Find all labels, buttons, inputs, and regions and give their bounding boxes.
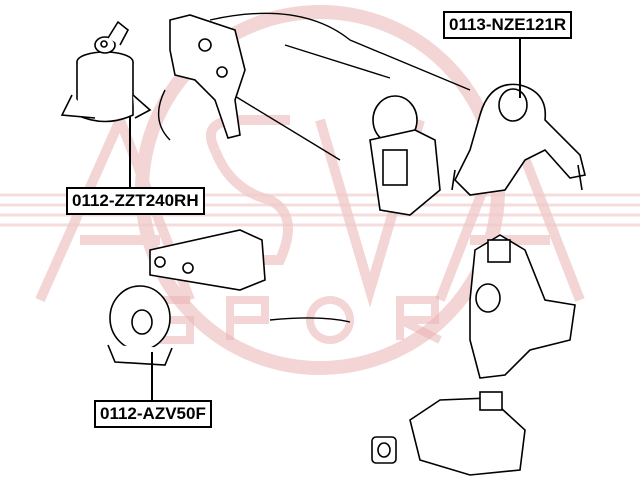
- part-label-zzt240rh: 0112-ZZT240RH: [66, 187, 205, 215]
- bracket-right-lower: [469, 234, 576, 379]
- mount-center: [369, 95, 441, 216]
- mount-azv50f: [107, 285, 173, 366]
- leader-lines: [129, 37, 521, 400]
- part-label-azv50f: 0112-AZV50F: [94, 400, 212, 428]
- bracket-upper-center: [169, 14, 246, 139]
- mount-zzt240rh: [60, 20, 152, 123]
- part-label-nze121r: 0113-NZE121R: [443, 11, 573, 39]
- mount-block-left: [149, 229, 266, 291]
- assembly-outline: [157, 12, 471, 323]
- bracket-bottom: [371, 391, 526, 476]
